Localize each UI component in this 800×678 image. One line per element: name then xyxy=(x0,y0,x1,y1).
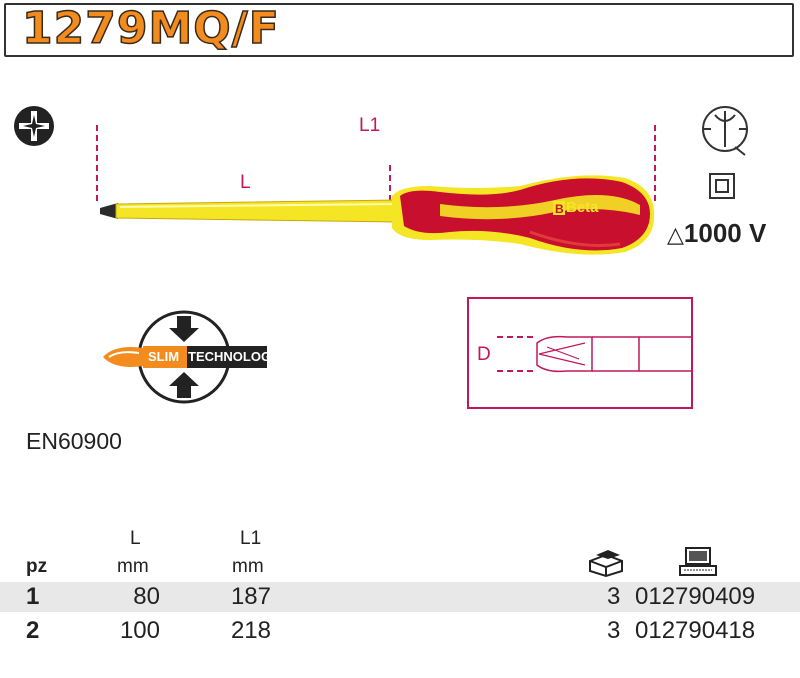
col-header-l: L xyxy=(130,528,141,549)
dimension-label-l1: L1 xyxy=(359,115,381,136)
brand-b-icon: B xyxy=(553,201,565,216)
col-header-l1-unit: mm xyxy=(232,556,264,577)
detail-label-d: D xyxy=(477,344,491,365)
tip-detail-box xyxy=(467,297,693,409)
slim-label: SLIM xyxy=(148,349,180,364)
product-code-title: 1279MQ/F xyxy=(21,3,280,55)
voltage-triangle-icon: △ xyxy=(667,222,684,247)
row-qty: 3 xyxy=(607,583,621,610)
row-length-l1: 187 xyxy=(230,583,271,610)
col-header-l1: L1 xyxy=(240,528,262,549)
voltage-value: 1000 V xyxy=(683,218,767,248)
row-pz: 1 xyxy=(26,583,40,610)
row-length: 100 xyxy=(119,617,160,644)
row-code: 012790409 xyxy=(635,583,756,610)
table-row: 2 100 218 3 012790418 xyxy=(0,616,800,646)
row-length-l1: 218 xyxy=(230,617,271,644)
dimension-label-l: L xyxy=(240,172,251,193)
slim-technology-icon xyxy=(103,310,267,404)
technology-label: TECHNOLOGY xyxy=(188,349,280,364)
insulation-test-icon xyxy=(702,106,748,156)
table-row: 1 80 187 3 012790409 xyxy=(0,582,800,612)
row-pz: 2 xyxy=(26,617,40,644)
row-qty: 3 xyxy=(607,617,621,644)
row-code: 012790418 xyxy=(635,617,756,644)
double-insulation-icon xyxy=(709,173,735,199)
voltage-rating: △1000 V xyxy=(667,218,766,249)
svg-text:B: B xyxy=(555,202,564,216)
brand-logo-text: Beta xyxy=(566,199,599,216)
col-header-pz: pz xyxy=(26,556,48,577)
standard-label: EN60900 xyxy=(26,428,122,454)
pozidriv-tip-icon xyxy=(14,106,54,146)
col-header-l-unit: mm xyxy=(117,556,149,577)
row-length: 80 xyxy=(133,583,160,610)
computer-icon xyxy=(679,547,717,576)
pack-icon xyxy=(589,550,623,578)
title-frame xyxy=(4,3,794,57)
